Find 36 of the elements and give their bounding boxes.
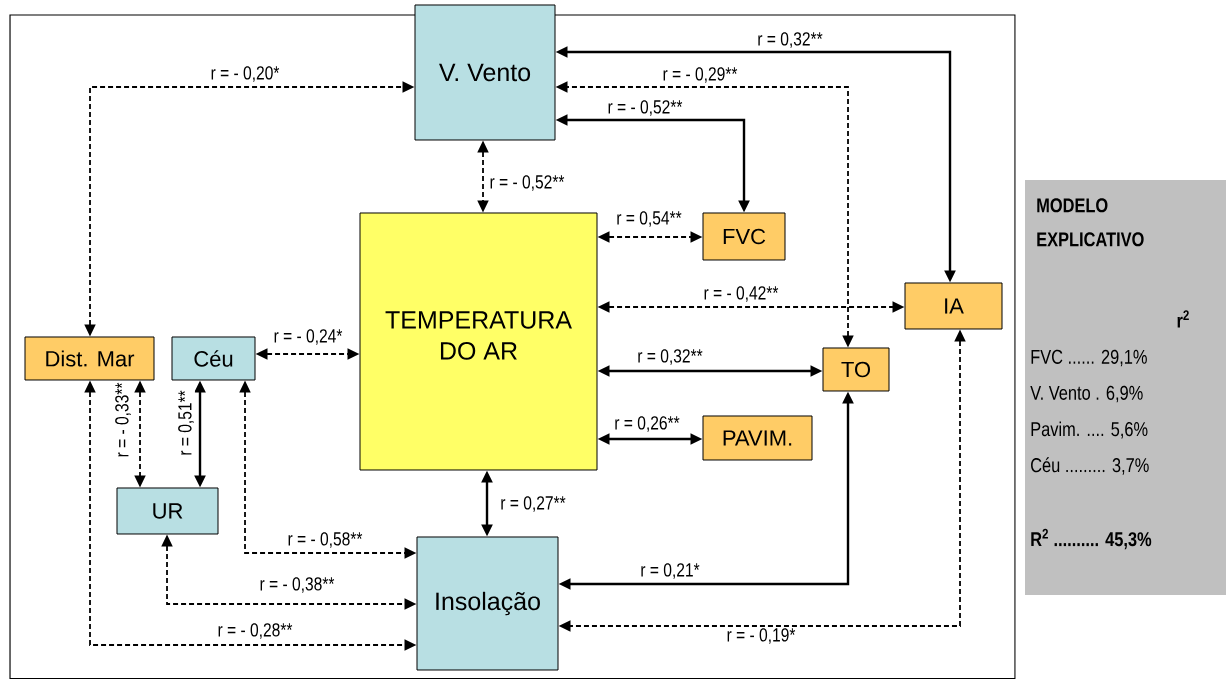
edge-label: r = - 0,38**	[258, 576, 336, 594]
edge-label: r = - 0,28**	[216, 622, 294, 640]
edge-label: r = - 0,19*	[725, 627, 797, 645]
edge-label: r = - 0,58**	[286, 531, 364, 549]
result-line: R$^{2}$ .......... 45,3%	[1031, 528, 1152, 550]
edge-label: r = - 0,42**	[702, 285, 780, 303]
variable-box: V. Vento	[414, 4, 556, 141]
edge-label: r = - 0,29**	[661, 66, 739, 84]
edge-label: r = 0,51**	[177, 389, 195, 457]
edge-label: r = - 0,24*	[272, 328, 344, 346]
edge-label: r = - 0,20*	[209, 65, 281, 83]
edge-label: r = - 0,52**	[606, 99, 684, 117]
result-line: V. Vento . 6,9%	[1030, 385, 1143, 403]
edge-label: r = 0,32**	[756, 31, 824, 49]
edge-label: r = - 0,33**	[114, 381, 132, 459]
panel-heading: MODELO EXPLICATIVO	[1037, 198, 1144, 247]
variable-box: Dist. Mar	[24, 336, 155, 381]
variable-box: Céu	[171, 336, 256, 381]
variable-box: PAVIM.	[702, 415, 813, 461]
edge-label: r = 0,32**	[636, 348, 704, 366]
column-heading: r$^{2}$	[1177, 310, 1189, 328]
model-panel	[1025, 180, 1226, 595]
central-box: TEMPERATURA DO AR	[359, 212, 598, 471]
variable-box: TO	[822, 347, 890, 392]
variable-box: Insolação	[416, 536, 559, 671]
edge-label: r = - 0,52**	[488, 174, 566, 192]
variable-box: FVC	[702, 212, 786, 261]
edge-label: r = 0,21*	[639, 562, 701, 580]
edge-label: r = 0,27**	[499, 495, 567, 513]
variable-box: IA	[904, 282, 1003, 330]
result-line: Céu ......... 3,7%	[1031, 457, 1149, 475]
edge-label: r = 0,54**	[615, 210, 683, 228]
result-line: FVC ...... 29,1%	[1031, 349, 1147, 367]
result-line: Pavim. .... 5,6%	[1031, 421, 1148, 439]
edge-label: r = 0,26**	[613, 415, 681, 433]
variable-box: UR	[116, 487, 219, 535]
